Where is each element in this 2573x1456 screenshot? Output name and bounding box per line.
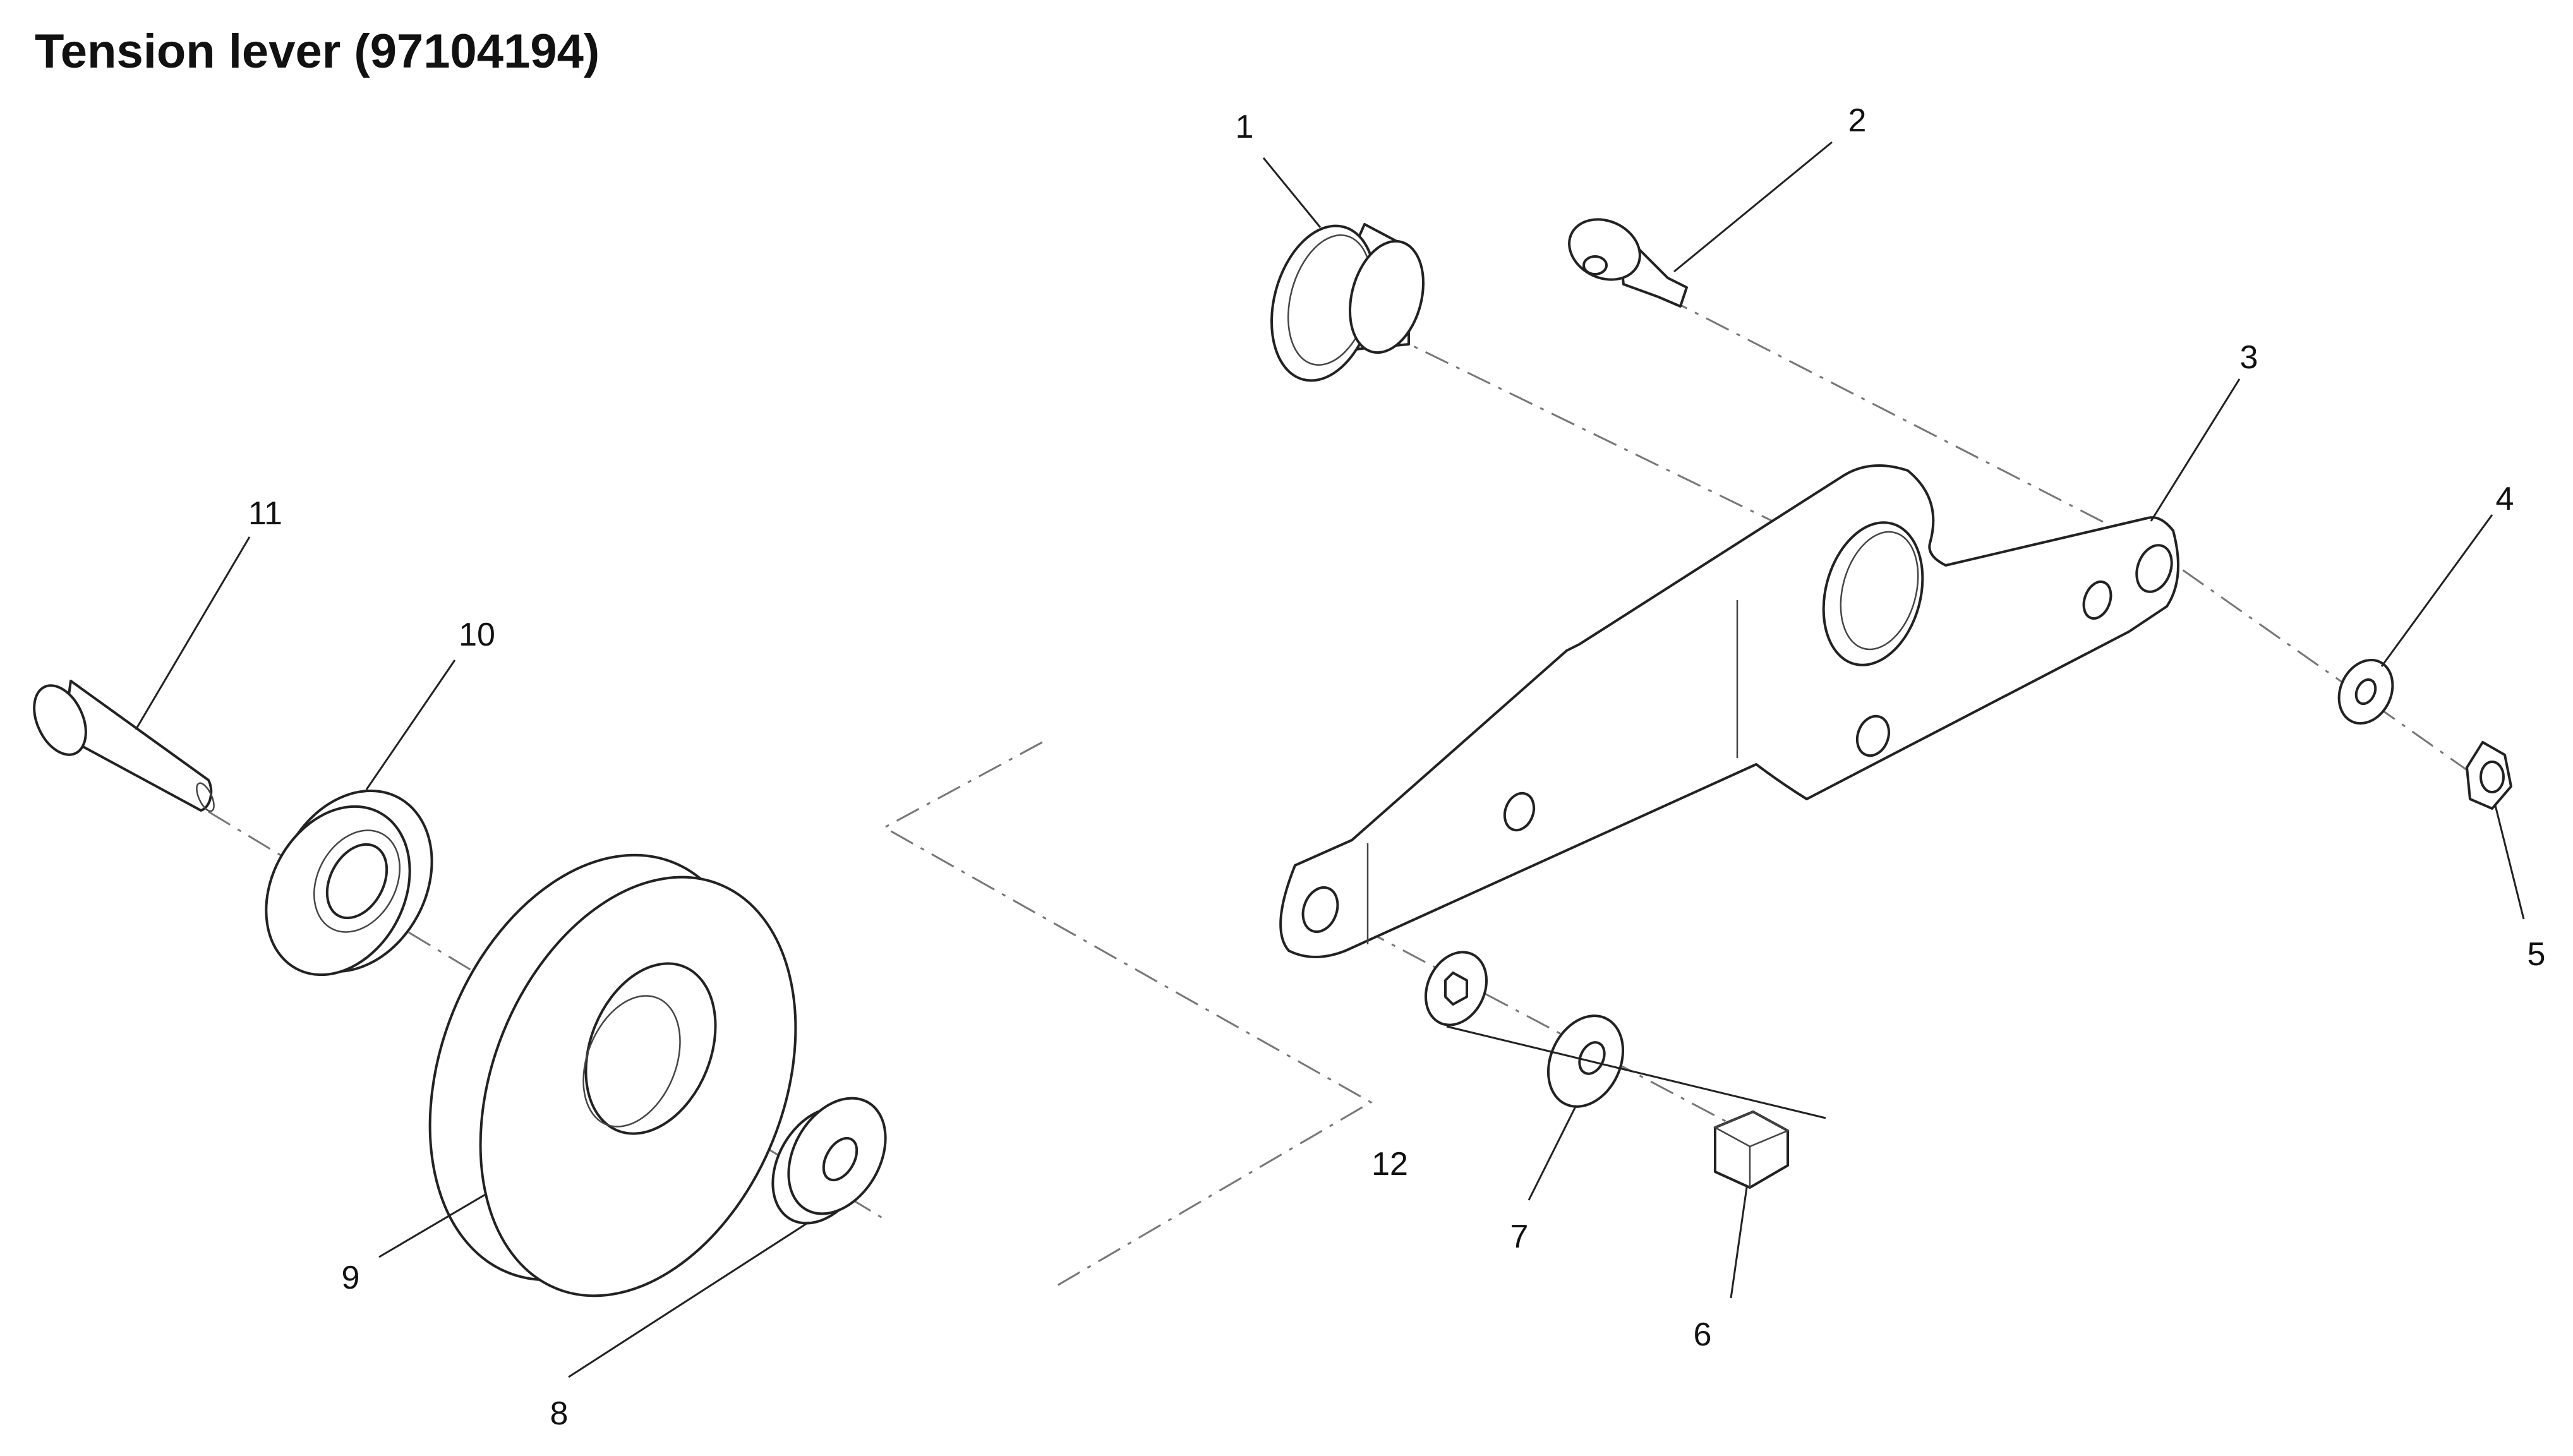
part-2-banjo-bolt — [1568, 218, 1688, 308]
part-11-pin — [33, 680, 215, 812]
callout-3: 3 — [2240, 339, 2258, 376]
part-1-bushing — [1270, 223, 1425, 382]
part-12-washer — [1424, 951, 1488, 1026]
callout-labels: 1 2 3 4 5 6 7 8 9 10 11 12 — [248, 102, 2545, 1432]
part-9-pulley — [428, 853, 797, 1297]
part-6-hex-nut — [1713, 1110, 1790, 1189]
part-8-spacer — [771, 1097, 887, 1225]
part-10-bearing — [265, 789, 433, 977]
callout-7: 7 — [1510, 1218, 1529, 1255]
callout-6: 6 — [1694, 1316, 1712, 1353]
diagram-title: Tension lever (97104194) — [35, 25, 600, 78]
part-5-nut — [2466, 741, 2512, 810]
callout-1: 1 — [1236, 109, 1254, 145]
callout-2: 2 — [1848, 102, 1867, 139]
part-3-tension-lever — [1279, 464, 2179, 958]
callout-8: 8 — [550, 1395, 569, 1432]
callout-9: 9 — [342, 1260, 360, 1296]
callout-4: 4 — [2496, 481, 2514, 517]
part-7-washer — [1546, 1014, 1625, 1108]
callout-11: 11 — [248, 495, 282, 532]
leader-lines — [135, 141, 2525, 1378]
callout-10: 10 — [459, 617, 495, 653]
callout-12: 12 — [1371, 1146, 1408, 1182]
part-4-washer — [2337, 658, 2394, 725]
callout-5: 5 — [2528, 936, 2546, 973]
